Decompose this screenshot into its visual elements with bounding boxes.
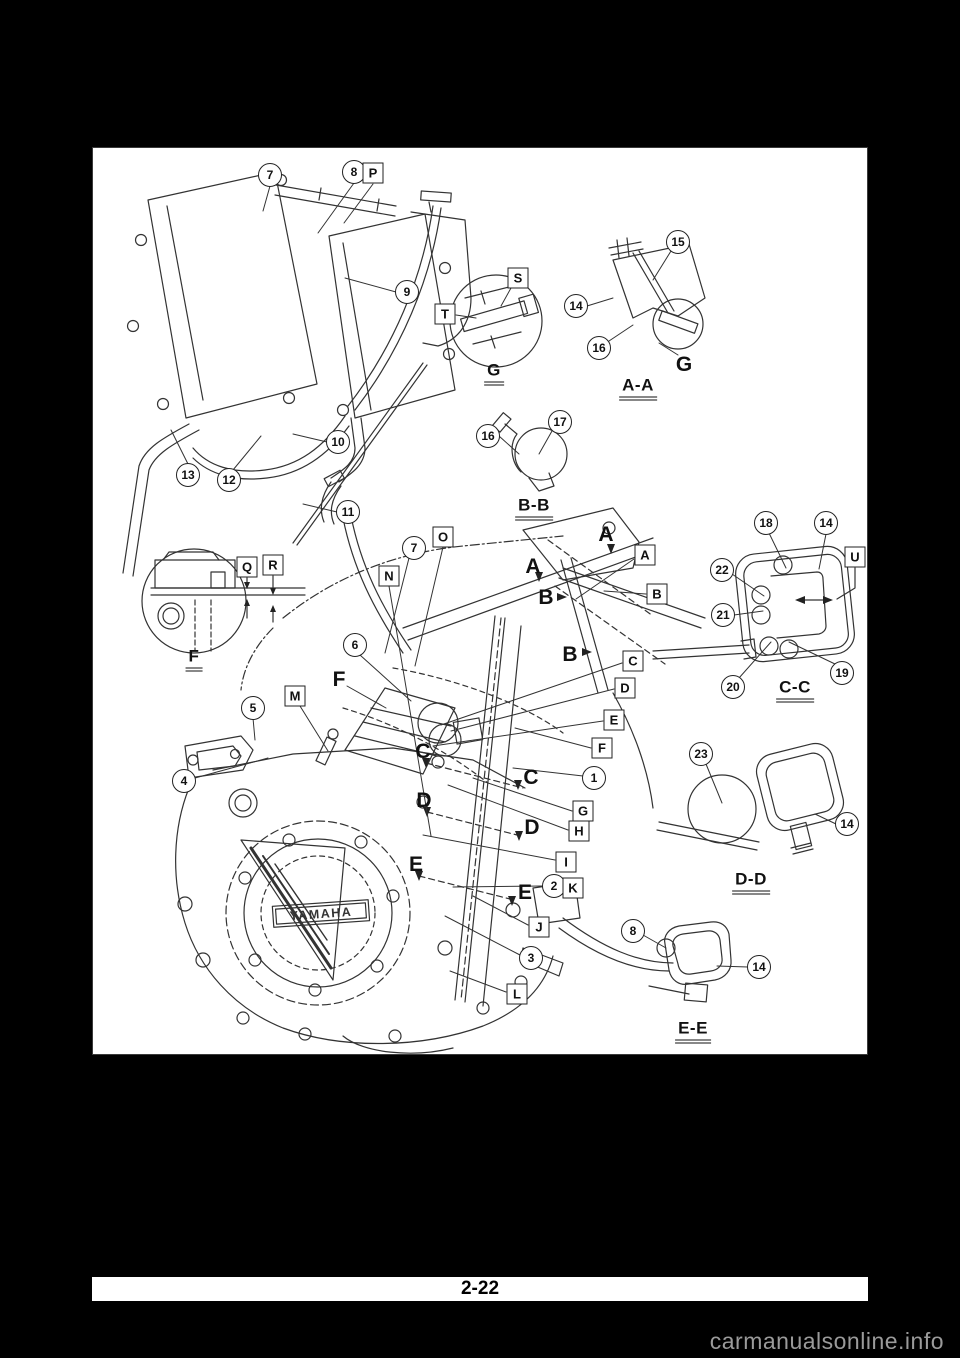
section-label-c-c: C-C — [776, 678, 814, 703]
page-number: 2-22 — [460, 1278, 500, 1299]
cut-marker-c-2: C — [523, 766, 539, 789]
callout-6: 6 — [343, 633, 367, 657]
callout-7: 7 — [258, 163, 282, 187]
cut-marker-g: G — [675, 353, 693, 376]
section-label-g: G — [484, 361, 504, 386]
ref-s: S — [507, 267, 529, 289]
callout-11: 11 — [336, 500, 360, 524]
ref-e: E — [603, 709, 625, 731]
page-number-bar: 2-22 — [92, 1277, 868, 1301]
ref-q: Q — [236, 556, 258, 578]
section-aa-drawing — [608, 237, 706, 350]
ref-b: B — [646, 583, 668, 605]
callout-5: 5 — [241, 696, 265, 720]
callout-7-2: 7 — [402, 536, 426, 560]
callout-17: 17 — [548, 410, 572, 434]
ref-n: N — [378, 565, 400, 587]
callout-12: 12 — [217, 468, 241, 492]
ref-m: M — [284, 685, 306, 707]
radiator-assembly — [122, 171, 472, 577]
callout-14-2: 14 — [814, 511, 838, 535]
callout-13: 13 — [176, 463, 200, 487]
callout-10: 10 — [326, 430, 350, 454]
ref-u: U — [844, 546, 866, 568]
callout-9: 9 — [395, 280, 419, 304]
engine-logo-text: YAMAHA — [289, 905, 353, 923]
callout-18: 18 — [754, 511, 778, 535]
ref-d: D — [614, 677, 636, 699]
callout-16-2: 16 — [476, 424, 500, 448]
callout-22: 22 — [710, 558, 734, 582]
section-label-e-e: E-E — [675, 1019, 711, 1044]
section-label-d-d: D-D — [732, 870, 770, 895]
cut-marker-b: B — [538, 586, 554, 609]
watermark-text: carmanualsonline.info — [709, 1328, 944, 1354]
ref-j: J — [528, 916, 550, 938]
engine-assembly: YAMAHA — [175, 507, 706, 1054]
section-dd-drawing — [656, 742, 845, 855]
ref-l: L — [506, 983, 528, 1005]
ref-c: C — [622, 650, 644, 672]
callout-3: 3 — [519, 946, 543, 970]
callout-14: 14 — [564, 294, 588, 318]
callout-4: 4 — [172, 769, 196, 793]
cut-marker-d-2: D — [524, 816, 540, 839]
ref-r: R — [262, 554, 284, 576]
cut-marker-b-2: B — [562, 643, 578, 666]
ref-o: O — [432, 526, 454, 548]
section-label-b-b: B-B — [515, 496, 553, 521]
callout-1: 1 — [582, 766, 606, 790]
section-ee-drawing — [648, 921, 732, 1003]
section-label-a-a: A-A — [619, 376, 657, 401]
cut-marker-a: A — [598, 523, 614, 546]
ref-i: I — [555, 851, 577, 873]
callout-15: 15 — [666, 230, 690, 254]
ref-h: H — [568, 820, 590, 842]
callout-23: 23 — [689, 742, 713, 766]
callout-20: 20 — [721, 675, 745, 699]
ref-k: K — [562, 877, 584, 899]
callout-19: 19 — [830, 661, 854, 685]
cut-marker-d: D — [416, 789, 432, 812]
callout-14-3: 14 — [835, 812, 859, 836]
cut-marker-c: C — [415, 740, 431, 763]
manual-page: YAMAHA — [92, 147, 868, 1055]
section-cc-drawing — [652, 545, 856, 663]
cut-marker-f: F — [332, 668, 346, 691]
callout-14-4: 14 — [747, 955, 771, 979]
section-bb-drawing — [491, 412, 568, 492]
callout-16: 16 — [587, 336, 611, 360]
detail-f — [141, 548, 306, 654]
callout-8-2: 8 — [621, 919, 645, 943]
ref-t: T — [434, 303, 456, 325]
cut-marker-e-2: E — [517, 881, 533, 904]
cut-marker-a-2: A — [525, 555, 541, 578]
section-label-f: F — [185, 647, 203, 672]
ref-f: F — [591, 737, 613, 759]
leader-lines — [170, 182, 837, 993]
ref-a: A — [634, 544, 656, 566]
detail-g — [449, 274, 543, 368]
diagram-artwork: YAMAHA — [122, 171, 856, 1054]
callout-21: 21 — [711, 603, 735, 627]
callout-8: 8 — [342, 160, 366, 184]
ref-p: P — [362, 162, 384, 184]
section-cut-arrows — [415, 544, 615, 906]
cut-marker-e: E — [408, 853, 424, 876]
callout-2: 2 — [542, 874, 566, 898]
ref-g: G — [572, 800, 594, 822]
